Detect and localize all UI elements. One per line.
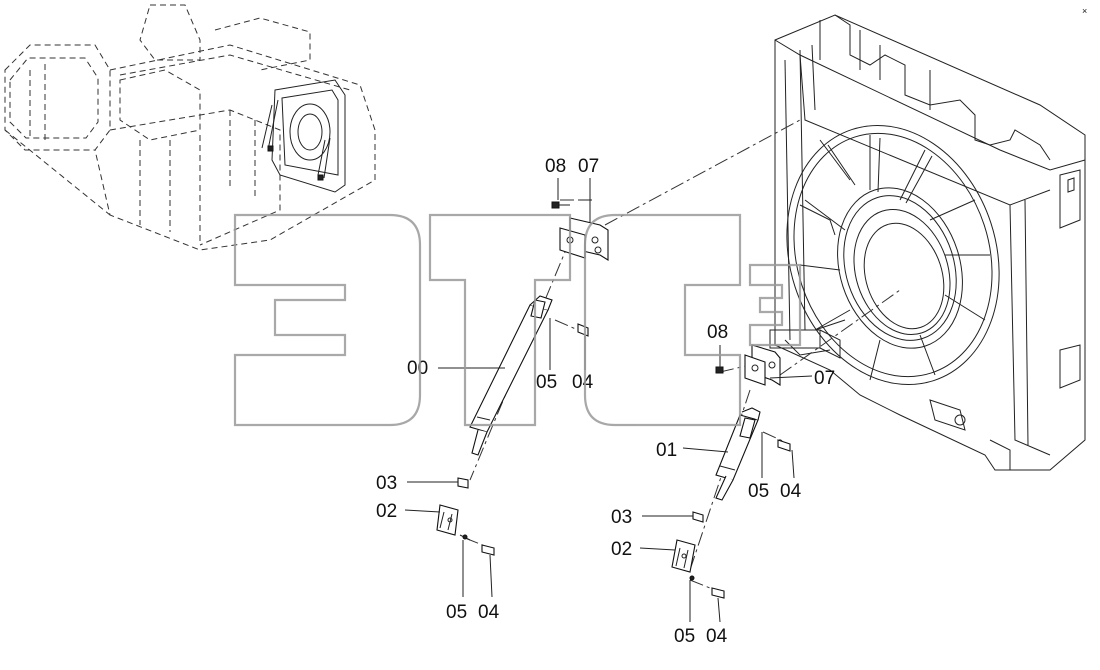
cylinder-01 xyxy=(715,407,761,501)
label-04: 04 xyxy=(572,372,594,393)
label-05: 05 xyxy=(748,481,769,502)
pin-04-c xyxy=(481,544,495,556)
pin-04-a xyxy=(577,323,589,337)
label-02: 02 xyxy=(611,539,632,560)
label-05: 05 xyxy=(446,602,467,623)
label-00: 00 xyxy=(407,358,428,379)
upper-bracket xyxy=(559,199,609,261)
clip-05-d xyxy=(689,575,695,581)
label-07: 07 xyxy=(578,156,599,177)
fan-shroud xyxy=(769,124,1000,386)
label-03: 03 xyxy=(611,507,632,528)
upper-bolt-08 xyxy=(551,201,570,209)
label-08: 08 xyxy=(707,322,728,343)
label-03: 03 xyxy=(376,473,397,494)
overview-radiator xyxy=(261,79,346,193)
machine-overview xyxy=(4,4,376,251)
lower-bracket xyxy=(744,344,781,386)
clevis-02-b xyxy=(671,539,696,573)
pin-04-b xyxy=(777,439,791,452)
label-07: 07 xyxy=(814,368,835,389)
label-01: 01 xyxy=(656,440,677,461)
nut-03-a xyxy=(457,477,469,489)
label-08: 08 xyxy=(545,156,566,177)
part-labels: 08 07 00 05 04 08 07 01 05 04 03 02 05 0… xyxy=(376,156,835,647)
pin-04-d xyxy=(711,587,725,599)
label-04: 04 xyxy=(478,602,500,623)
label-04: 04 xyxy=(780,481,802,502)
label-02: 02 xyxy=(376,501,397,522)
clip-05-c xyxy=(459,534,471,541)
label-05: 05 xyxy=(674,626,695,647)
nut-03-b xyxy=(692,511,704,523)
cylinder-00 xyxy=(469,295,553,456)
watermark-logo xyxy=(233,213,802,427)
corner-mark: × xyxy=(1082,6,1087,16)
radiator-frame xyxy=(774,14,1086,471)
label-05: 05 xyxy=(536,372,557,393)
label-04: 04 xyxy=(706,626,728,647)
clevis-02-a xyxy=(436,504,459,536)
